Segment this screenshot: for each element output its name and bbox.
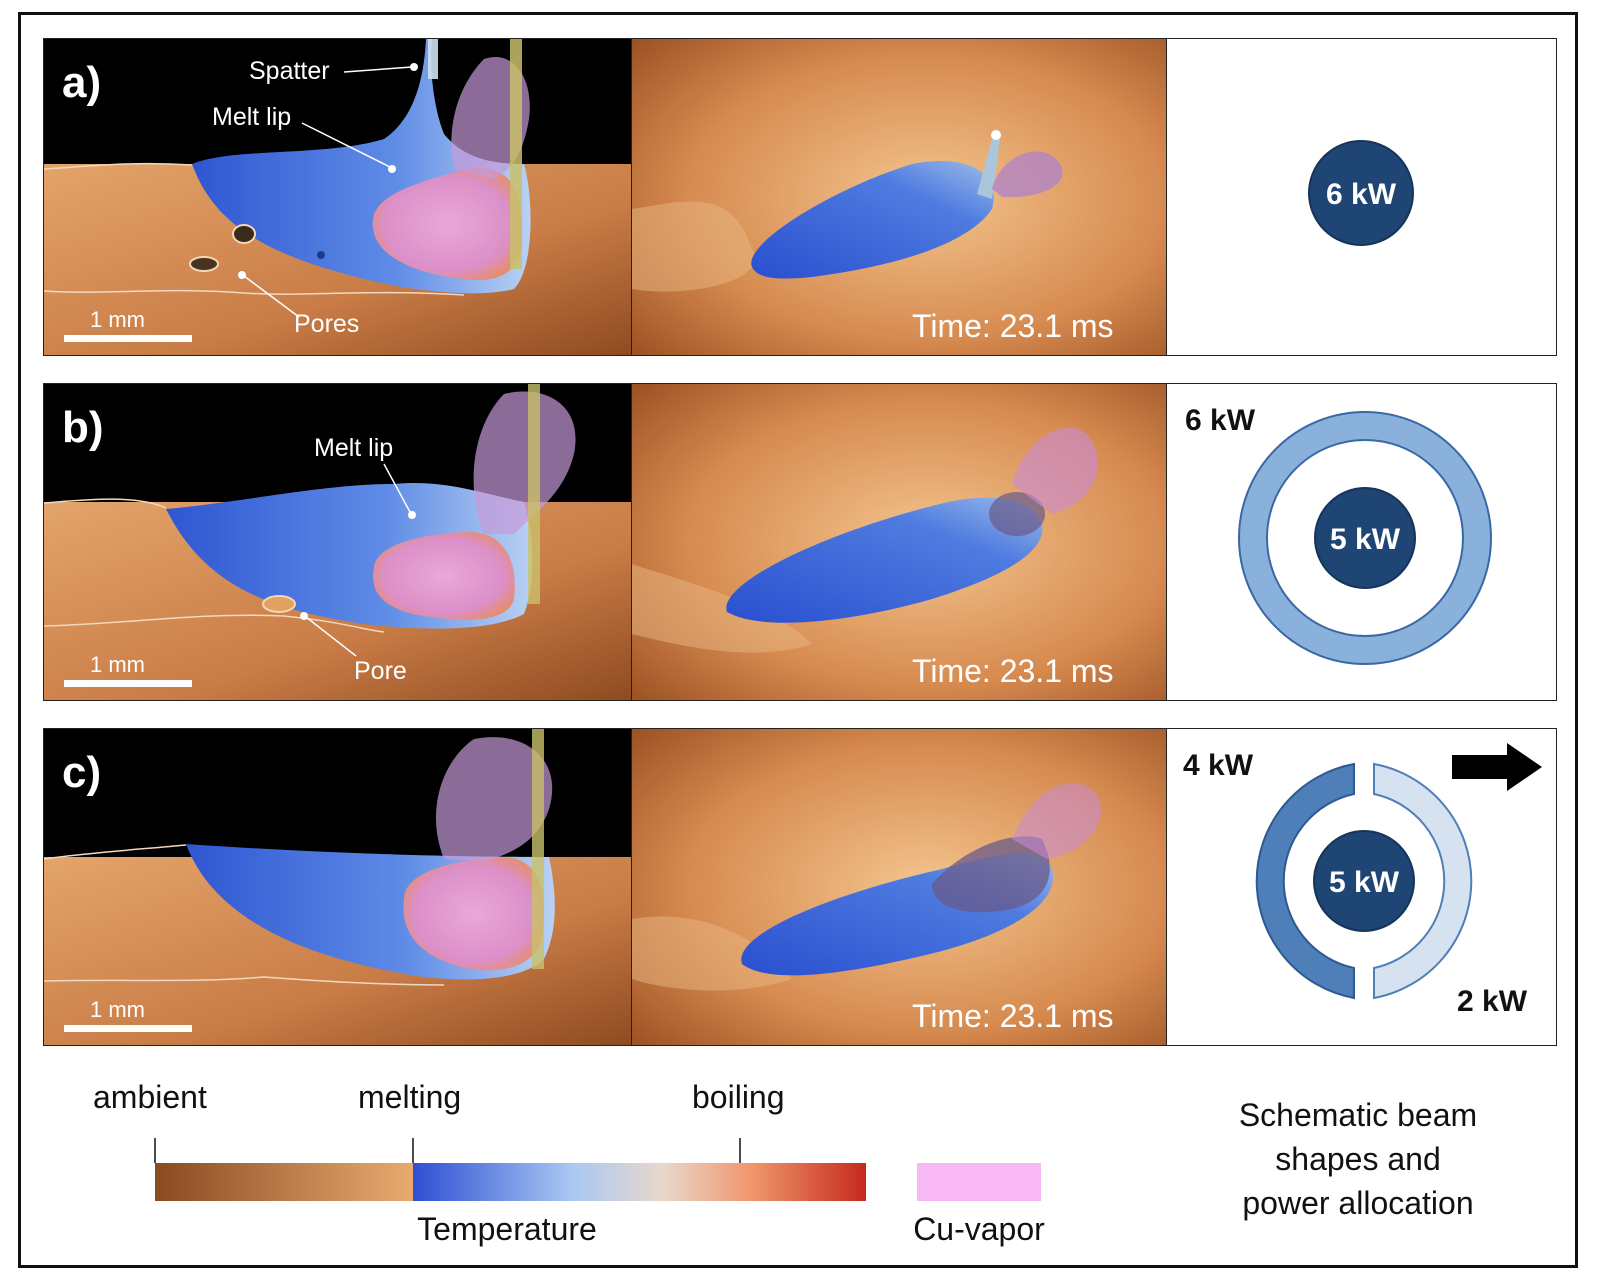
temperature-colorbar-solid: [155, 1163, 414, 1201]
beam-ring-outer: [1239, 412, 1491, 664]
legend-boiling-label: boiling: [692, 1079, 785, 1115]
beam-power-center: 6 kW: [1326, 178, 1397, 211]
schematic-caption-line-1: Schematic beam: [1239, 1097, 1477, 1133]
pore-label: Pore: [354, 657, 407, 685]
legend: ambient melting boiling Temperature Cu-v…: [93, 1079, 1477, 1247]
pores-label: Pores: [294, 310, 359, 338]
beam-spot-core: [1308, 140, 1414, 246]
panel-letter-a: a): [62, 58, 101, 107]
panel-letter-c: c): [62, 748, 101, 797]
scale-label: 1 mm: [90, 997, 145, 1022]
scale-label: 1 mm: [90, 307, 145, 332]
legend-melting-label: melting: [358, 1079, 461, 1115]
beam-power-center: 5 kW: [1330, 523, 1401, 556]
legend-ambient-label: ambient: [93, 1079, 207, 1115]
schematic-caption-line-2: shapes and: [1275, 1141, 1440, 1177]
beam-schematic-panel-b: 6 kW 5 kW: [1167, 384, 1556, 700]
top-view-panel-b: Time: 23.1 ms: [632, 384, 1167, 700]
beam-arc-left: [1255, 762, 1355, 1000]
scale-bar: [64, 680, 192, 687]
top-view-panel-c: Time: 23.1 ms: [632, 729, 1167, 1045]
beam-schematic-panel-c: 4 kW 5 kW 2 kW: [1167, 729, 1556, 1045]
spatter-label: Spatter: [249, 57, 330, 85]
cu-vapor-swatch: [917, 1163, 1041, 1201]
beam-arc-right: [1373, 762, 1473, 1000]
legend-vapor-label: Cu-vapor: [913, 1211, 1045, 1247]
beam-power-outer: 6 kW: [1185, 404, 1256, 437]
legend-temperature-label: Temperature: [417, 1211, 597, 1247]
melt-lip-label: Melt lip: [314, 434, 393, 462]
scan-direction-arrow-icon: [1452, 743, 1542, 791]
beam-power-center: 5 kW: [1329, 866, 1400, 899]
beam-power-left: 4 kW: [1183, 749, 1254, 782]
cross-section-panel-c: c) 1 mm: [44, 729, 632, 1045]
time-label: Time: 23.1 ms: [912, 653, 1114, 689]
beam-schematic-panel-a: 6 kW: [1167, 39, 1556, 355]
row-c: c) 1 mm Time: 23.1 ms: [43, 728, 1557, 1046]
scale-bar: [64, 1025, 192, 1032]
beam-spot-core: [1313, 830, 1415, 932]
figure-frame: [18, 12, 1578, 1268]
scale-label: 1 mm: [90, 652, 145, 677]
temperature-colorbar-melt: [413, 1163, 866, 1201]
time-label: Time: 23.1 ms: [912, 998, 1114, 1034]
schematic-caption-line-3: power allocation: [1242, 1185, 1473, 1221]
beam-power-right: 2 kW: [1457, 985, 1528, 1018]
melt-lip-label: Melt lip: [212, 103, 291, 131]
cross-section-panel-b: b) Melt lip Pore 1 mm: [44, 384, 632, 700]
scale-bar: [64, 335, 192, 342]
beam-spot-core: [1314, 487, 1416, 589]
panel-letter-b: b): [62, 403, 104, 452]
time-label: Time: 23.1 ms: [912, 308, 1114, 344]
cross-section-panel-a: a) Spatter Melt lip Pores 1 mm: [44, 39, 632, 355]
row-b: b) Melt lip Pore 1 mm: [43, 383, 1557, 701]
row-a: a) Spatter Melt lip Pores 1 mm: [43, 38, 1557, 356]
top-view-panel-a: Time: 23.1 ms: [632, 39, 1167, 355]
